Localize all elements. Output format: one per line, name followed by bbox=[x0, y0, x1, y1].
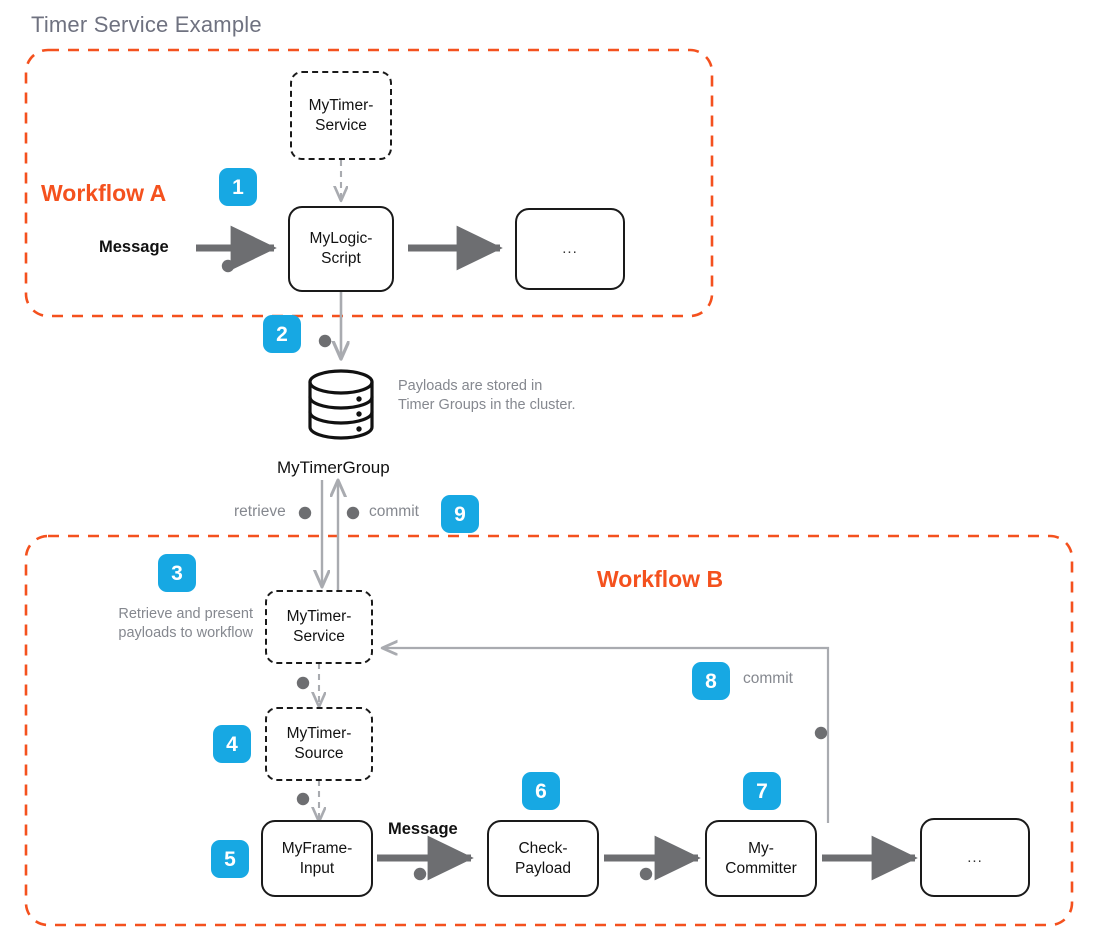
node-mytimer-service-a[interactable]: MyTimer- Service bbox=[290, 71, 392, 160]
step-badge-7[interactable]: 7 bbox=[743, 772, 781, 810]
step-badge-8[interactable]: 8 bbox=[692, 662, 730, 700]
step-badge-2[interactable]: 2 bbox=[263, 315, 301, 353]
node-my-committer[interactable]: My- Committer bbox=[705, 820, 817, 897]
retrieve-note: Retrieve and present payloads to workflo… bbox=[118, 606, 253, 642]
node-mylogic-script[interactable]: MyLogic- Script bbox=[288, 206, 394, 292]
timergroup-note: Payloads are stored in Timer Groups in t… bbox=[398, 378, 576, 414]
cylinder-dot bbox=[356, 396, 362, 402]
workflow-a-label: Workflow A bbox=[41, 180, 167, 206]
step-badge-1[interactable]: 1 bbox=[219, 168, 257, 206]
node-label: MyLogic- Script bbox=[309, 230, 373, 267]
flow-dot bbox=[413, 867, 427, 881]
database-cylinder-icon bbox=[308, 369, 374, 440]
cylinder-dot bbox=[356, 426, 362, 432]
retrieve-label: retrieve bbox=[234, 503, 286, 520]
node-ellipsis-b[interactable]: ... bbox=[920, 818, 1030, 897]
node-label: MyFrame- Input bbox=[281, 839, 353, 877]
flow-dot bbox=[814, 726, 828, 740]
node-mytimer-service-b[interactable]: MyTimer- Service bbox=[265, 590, 373, 664]
flow-dot bbox=[318, 334, 332, 348]
flow-dot bbox=[639, 867, 653, 881]
node-label: ... bbox=[562, 240, 578, 258]
flow-dot bbox=[296, 676, 310, 690]
step-badge-4[interactable]: 4 bbox=[213, 725, 251, 763]
flow-dot bbox=[298, 506, 312, 520]
page-title: Timer Service Example bbox=[31, 12, 262, 37]
step-badge-3[interactable]: 3 bbox=[158, 554, 196, 592]
node-check-payload[interactable]: Check- Payload bbox=[487, 820, 599, 897]
timergroup-name: MyTimerGroup bbox=[277, 458, 390, 477]
cylinder-dot bbox=[356, 411, 362, 417]
commit-loop-label: commit bbox=[743, 670, 793, 687]
node-label: MyTimer- Service bbox=[308, 96, 374, 134]
workflow-b-label: Workflow B bbox=[597, 566, 724, 592]
node-ellipsis-a[interactable]: ... bbox=[515, 208, 625, 290]
message-label-a: Message bbox=[99, 238, 169, 256]
message-label-b: Message bbox=[388, 820, 458, 838]
commit-store-label: commit bbox=[369, 503, 419, 520]
node-myframe-input[interactable]: MyFrame- Input bbox=[261, 820, 373, 897]
node-mytimer-source[interactable]: MyTimer- Source bbox=[265, 707, 373, 781]
node-label: ... bbox=[967, 848, 983, 866]
step-badge-9[interactable]: 9 bbox=[441, 495, 479, 533]
flow-dot bbox=[346, 506, 360, 520]
flow-dot bbox=[296, 792, 310, 806]
node-label: Check- Payload bbox=[514, 839, 571, 877]
step-badge-6[interactable]: 6 bbox=[522, 772, 560, 810]
node-label: My- Committer bbox=[725, 839, 797, 877]
step-badge-5[interactable]: 5 bbox=[211, 840, 249, 878]
flow-dot bbox=[221, 259, 235, 273]
node-label: MyTimer- Source bbox=[286, 725, 352, 762]
node-label: MyTimer- Service bbox=[286, 608, 352, 645]
